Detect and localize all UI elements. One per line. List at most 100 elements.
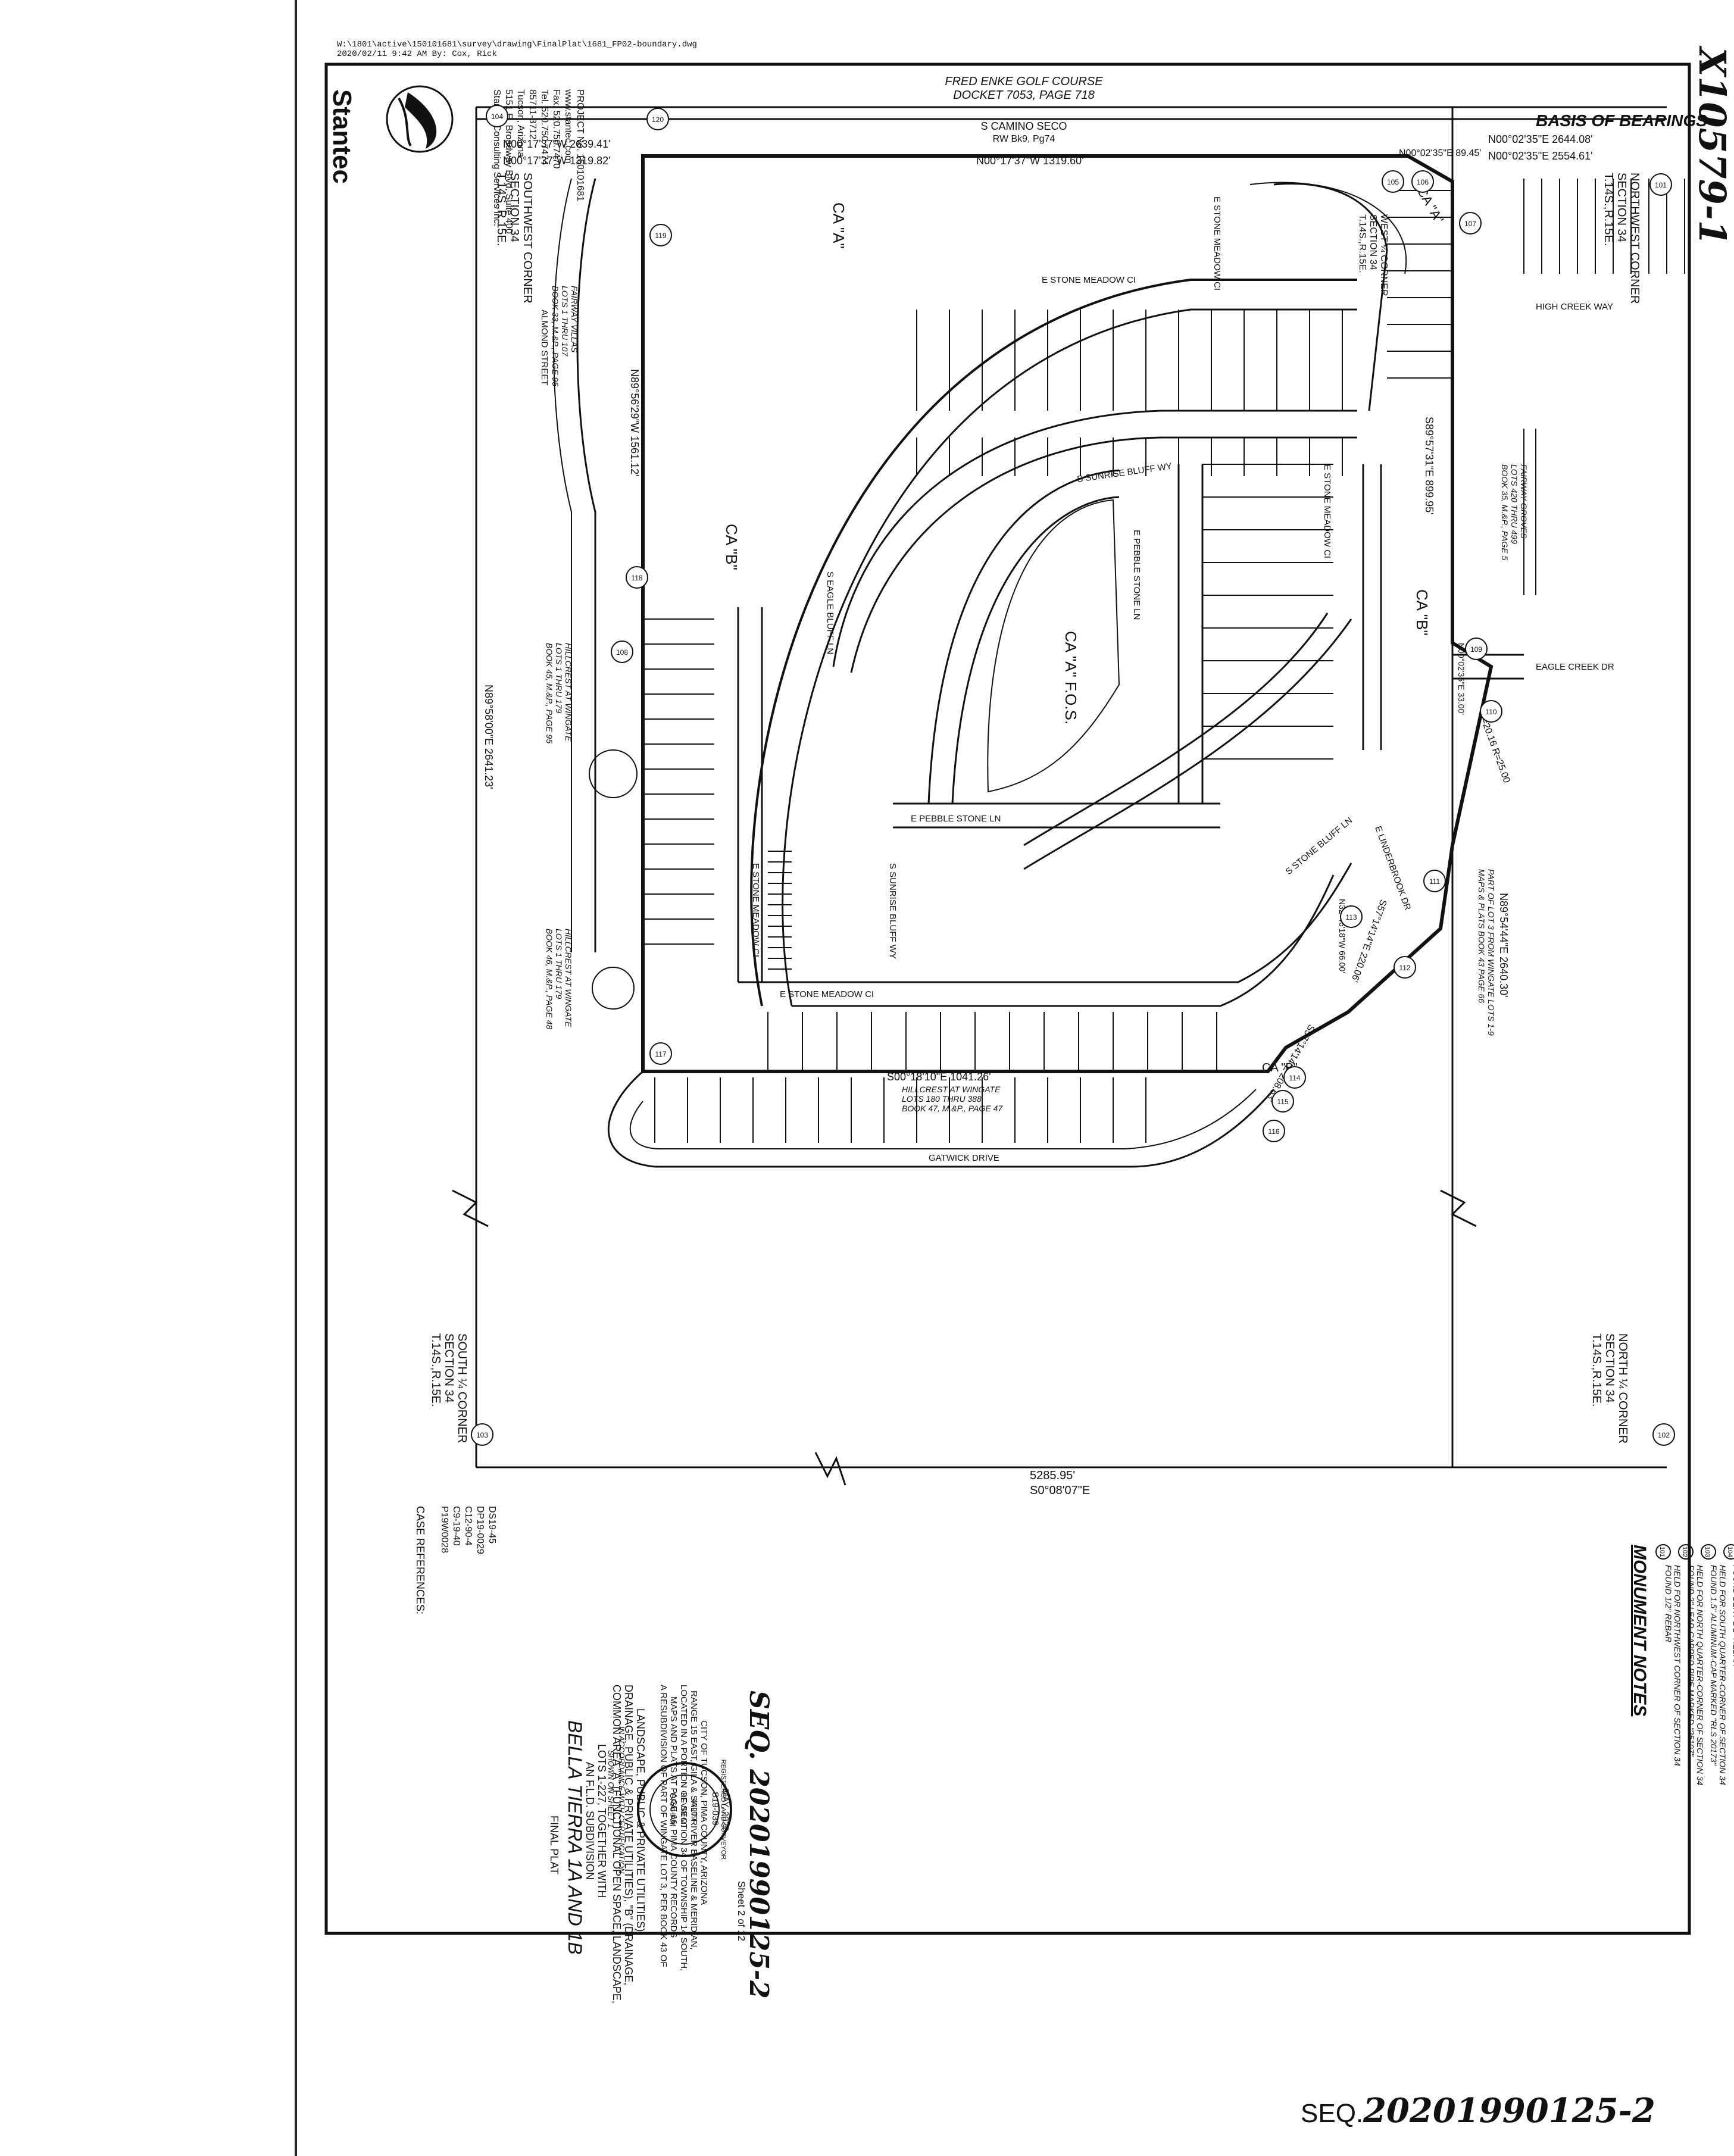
note-number-circle [1655,1544,1671,1560]
firm-line: www.stantec.com [563,89,573,163]
plat-drawing [452,106,1667,1486]
corner-sw: SOUTHWEST CORNER SECTION 34 T.14S.,R.15E… [495,173,534,304]
golf-course-docket: DOCKET 7053, PAGE 718 [953,89,1095,102]
resub-2: MAPS AND PLATS AT PAGE 66, PIMA COUNTY R… [668,1696,679,1938]
street-label: GATWICK DRIVE [929,1153,999,1163]
svg-text:T.14S.,R.15E.: T.14S.,R.15E. [1590,1333,1603,1407]
area-label: CA "A" [830,202,848,249]
monument-id: 118 [631,574,642,582]
monument-marker [611,640,633,663]
svg-text:T.14S.,R.15E.: T.14S.,R.15E. [1357,214,1367,273]
bearing-north-right-top: N00°02'35"E 2644.08' [1488,133,1593,145]
monument-id: 103 [476,1431,488,1439]
monument-id: 105 [1387,178,1399,186]
plat-subtitle: AN F.L.D. SUBDIVISION [584,1762,596,1880]
svg-text:FAIRWAY GROVES: FAIRWAY GROVES [1519,464,1529,539]
svg-text:LOTS 1 THRU 179: LOTS 1 THRU 179 [554,929,564,999]
bearing-top-right-short: N00°02'35"E 89.45' [1399,148,1481,158]
bearing-east-upper: S89°57'31"E 899.95' [1423,417,1435,515]
bottom-seq: 20201990125-2 [1363,2091,1655,2130]
bearing-north-right-bot: N00°02'35"E 2554.61' [1488,150,1593,162]
bearing-east-right: N89°54'44"E 2640.30' [1498,893,1510,998]
monument-id: 101 [1655,181,1667,189]
firm-line: 5151 E. Broadway Blvd, Suite 400 [504,89,514,234]
monument-id: 110 [1485,708,1496,716]
seal-note-1: IN ACCORDANCE WITH CERTIFICATION [617,1726,626,1874]
svg-text:SECTION 34: SECTION 34 [1603,1333,1616,1403]
note-number-circle [1678,1544,1694,1560]
monument-id: 102 [1658,1431,1670,1439]
street-label: E STONE MEADOW CI [751,863,761,957]
street-label: EAGLE CREEK DR [1536,662,1614,672]
monument-id: 115 [1277,1098,1288,1106]
file-date: 2020/02/11 9:42 AM By: Cox, Rick [337,49,497,59]
sheet-number: Sheet 2 of 12 [736,1881,747,1941]
svg-text:SECTION 34: SECTION 34 [508,173,521,242]
street-label: ALMOND STREET [539,310,549,386]
title-block: FINAL PLAT BELLA TIERRA 1A AND 1B AN F.L… [548,1685,774,2004]
monument-id: 112 [1399,964,1410,972]
adjoiner-hillcrest-1: HILLCREST AT WINGATE LOTS 1 THRU 179 BOO… [545,643,573,743]
monument-marker [1271,1090,1294,1113]
resub-5: CITY OF TUCSON, PIMA COUNTY, ARIZONA [699,1720,709,1905]
case-reference: P19W0028 [439,1506,449,1553]
monument-marker [1382,170,1404,193]
adjoiner-wingate-lot3: PART OF LOT 3 FROM WINGATE LOTS 1-9 MAPS… [1477,869,1496,1036]
lot-lines [643,179,1685,1143]
corner-north-quarter: NORTH ¼ CORNER SECTION 34 T.14S.,R.15E. [1590,1333,1629,1443]
area-label: CA "A" F.O.S. [1062,631,1080,724]
monument-id: 114 [1289,1074,1300,1082]
bearing-north-left-top: N00°17'37"W 2639.41' [503,138,611,150]
case-reference: DS19-45 [487,1506,497,1543]
svg-text:BOOK 47, M.&P., PAGE 47: BOOK 47, M.&P., PAGE 47 [902,1104,1003,1113]
note-text: FOUND 1.5" ALUMINUM-CAP MARKED "RLS 2017… [1709,1565,1719,1766]
note-number: 102 [1681,1546,1688,1557]
street-label: HIGH CREEK WAY [1536,302,1613,312]
adjoiner-hillcrest-2: HILLCREST AT WINGATE LOTS 1 THRU 179 BOO… [545,929,573,1029]
svg-text:SOUTH ¼ CORNER: SOUTH ¼ CORNER [455,1333,468,1443]
svg-text:PART OF LOT 3 FROM WINGATE LOT: PART OF LOT 3 FROM WINGATE LOTS 1-9 [1486,869,1496,1036]
svg-text:BOOK 35, M.&P., PAGE 5: BOOK 35, M.&P., PAGE 5 [1500,464,1510,561]
bearing-north-left-bot: N00°17'37"W 1319.82' [503,155,611,167]
bearing-west-line: N89°56'29"W 1561.12' [629,369,641,477]
svg-text:LOTS 420 THRU 499: LOTS 420 THRU 499 [1510,464,1519,544]
seal-name-1: KEVIN M. [679,1792,688,1826]
monument-marker [649,224,672,246]
monument-marker [649,1042,672,1065]
monument-marker [486,105,508,127]
adjoiner-fairway-villas: FAIRWAY VILLAS LOTS 1 THRU 107 BOOK 33, … [551,286,579,386]
svg-text:NORTH ¼ CORNER: NORTH ¼ CORNER [1616,1333,1629,1443]
firm-line: Fax. 520.750.7470 [551,89,561,169]
monument-marker [1394,956,1416,979]
bearing-west-lower: N89°58'00"E 2641.23' [483,685,495,789]
svg-text:LOTS 1 THRU 179: LOTS 1 THRU 179 [554,643,564,713]
street-label: S SUNRISE BLUFF WY [888,863,898,959]
svg-text:BOOK 33, M.&P., PAGE 95: BOOK 33, M.&P., PAGE 95 [551,286,560,386]
section-south-distance: 5285.95' [1030,1469,1075,1482]
common-area-1: COMMON AREA "A" (FUNCTIONAL OPEN SPACE, … [611,1685,623,2004]
monument-marker [1459,212,1482,235]
sheet-border [324,63,1691,1935]
note-text: HELD FOR SOUTH QUARTER-CORNER OF SECTION… [1718,1565,1727,1785]
note-number: 101 [1658,1546,1666,1557]
svg-text:T.14S.,R.15E.: T.14S.,R.15E. [429,1333,442,1407]
monument-marker [1465,638,1488,660]
firm-line: PROJECT No. 150101681 [575,89,585,201]
note-number: 103 [1704,1546,1711,1557]
svg-text:HILLCREST AT WINGATE: HILLCREST AT WINGATE [564,929,573,1027]
area-label: CA "B" [1413,589,1431,636]
final-plat-label: FINAL PLAT [548,1816,560,1874]
case-reference: DP19-0029 [475,1506,485,1554]
monument-id: 106 [1417,178,1429,186]
monument-id: 113 [1345,913,1357,921]
adjoiner-fairway-groves: FAIRWAY GROVES LOTS 420 THRU 499 BOOK 35… [1500,464,1529,561]
corner-number: X10579-1 [1691,45,1734,246]
monument-marker [1423,870,1446,892]
common-area-2: DRAINAGE, PUBLIC & PRIVATE UTILITIES), "… [623,1685,635,1985]
street-label: E STONE MEADOW CI [1322,464,1332,558]
monument-marker [1340,905,1363,928]
case-reference: C9-19-40 [451,1506,461,1546]
monument-id: 107 [1464,220,1476,228]
